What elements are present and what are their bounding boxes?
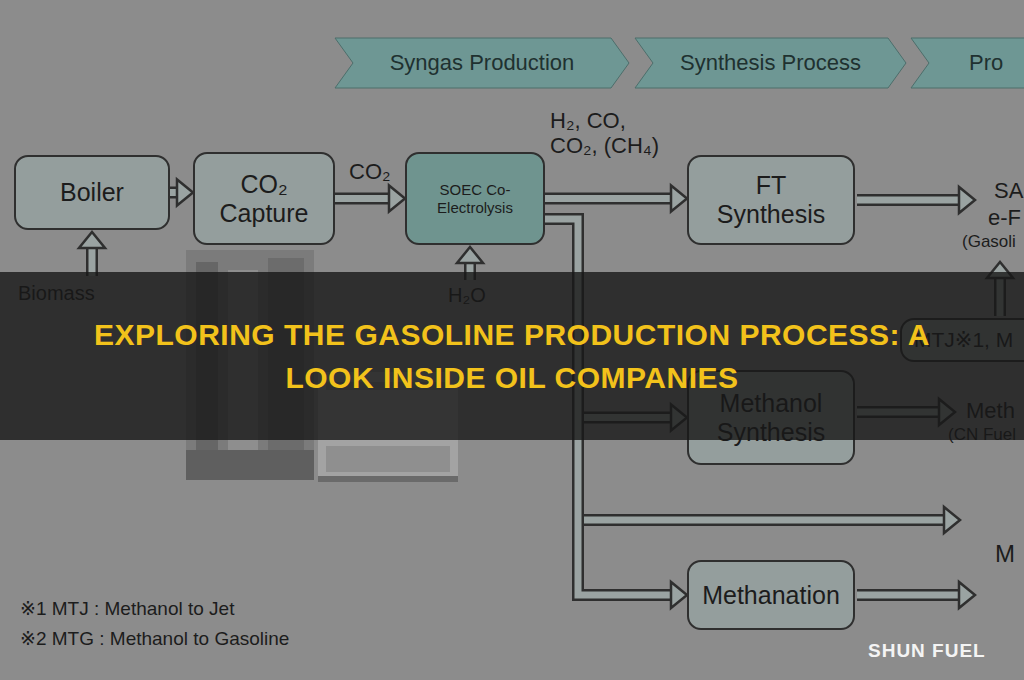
arrow-shaft (857, 194, 960, 206)
node-text: Pro (969, 50, 1003, 75)
arrow-shaft (335, 195, 389, 202)
arrow-head (959, 582, 975, 608)
arrow-shaft (857, 589, 960, 601)
arrow-shaft (857, 592, 960, 599)
arrow-head (457, 247, 483, 263)
arrow-shaft (335, 193, 389, 205)
arrow-shaft (545, 193, 671, 205)
feed-arrow (79, 232, 105, 276)
arrow-shaft (857, 197, 960, 204)
chevron-outline (335, 38, 629, 88)
arrow-head (959, 187, 975, 213)
node-text: SOEC Co-Electrolysis (417, 181, 533, 216)
footnote: ※2 MTG : Methanol to Gasoline (20, 628, 289, 650)
chevron-shape (911, 38, 1024, 88)
title-band: EXPLORING THE GASOLINE PRODUCTION PROCES… (0, 272, 1024, 440)
product-arrow (857, 187, 975, 213)
branch-arrow (578, 507, 960, 533)
edge-label: CO₂ (349, 159, 391, 184)
process-box: CO₂ Capture (193, 152, 335, 245)
arrow-shaft (578, 514, 945, 526)
process-box: Boiler (14, 155, 170, 230)
footnote: ※1 MTJ : Methanol to Jet (20, 598, 234, 620)
plant-photo-base (186, 450, 314, 480)
product-arrow (857, 582, 975, 608)
page-title: EXPLORING THE GASOLINE PRODUCTION PROCES… (52, 313, 972, 400)
node-text: Synthesis Process (680, 50, 861, 75)
process-box: Methanation (687, 560, 855, 630)
flow-arrow (335, 186, 405, 212)
arrow-head (671, 582, 687, 608)
flow-arrow (545, 186, 687, 212)
node-text: Syngas Production (390, 50, 575, 75)
soec-photo-panel (326, 446, 450, 472)
product-label: (Gasoli (962, 232, 1016, 252)
arrow-head (177, 180, 193, 206)
product-label: M (995, 540, 1015, 568)
arrow-head (389, 186, 405, 212)
watermark: SHUN FUEL (868, 640, 986, 662)
arrow-head (944, 507, 960, 533)
arrow-head (79, 232, 105, 248)
node-text: Boiler (60, 178, 124, 207)
soec-photo-base (318, 476, 458, 482)
node-text: Methanation (702, 581, 840, 610)
process-box: SOEC Co-Electrolysis (405, 152, 545, 245)
process-box: FT Synthesis (687, 155, 855, 245)
stage-chevron: Synthesis Process (635, 38, 906, 88)
product-label: e-F (988, 205, 1021, 230)
node-text: FT Synthesis (713, 171, 829, 229)
stage-chevron: Syngas Production (335, 38, 629, 88)
arrow-shaft (578, 517, 945, 524)
node-text: CO₂ Capture (203, 170, 325, 228)
product-label: SA (994, 178, 1023, 203)
stage-chevron: Pro (911, 38, 1024, 88)
gas-label: H₂, CO, CO₂, (CH₄) (550, 108, 675, 159)
arrow-shaft (545, 195, 671, 202)
arrow-head (671, 186, 687, 212)
chevron-outline (911, 38, 1024, 88)
chevron-outline (635, 38, 906, 88)
flow-arrow (170, 180, 193, 206)
